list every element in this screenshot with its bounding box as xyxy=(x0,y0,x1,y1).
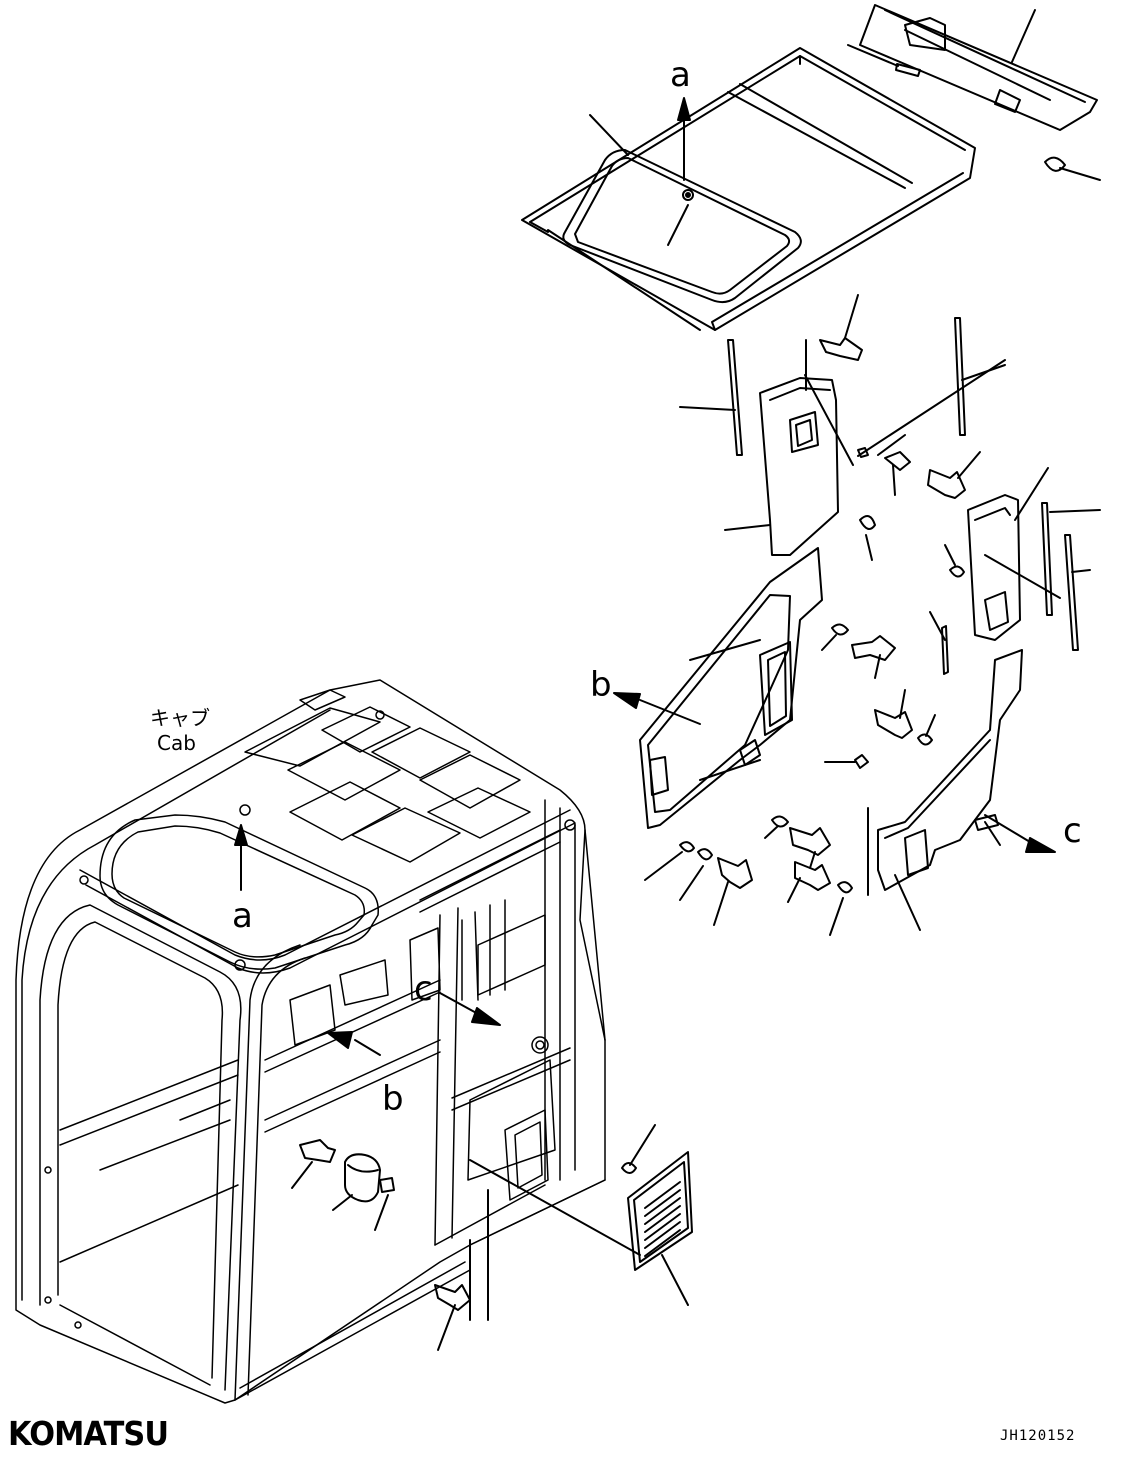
cab-label-en: Cab xyxy=(157,731,196,755)
arrow-c-top xyxy=(984,814,1056,853)
drawing-code: JH120152 xyxy=(1000,1428,1075,1444)
weatherstrip-right xyxy=(954,317,1006,436)
arrow-a-top xyxy=(677,97,691,181)
weatherstrip-left xyxy=(679,339,743,456)
callout-c-top: c xyxy=(1063,811,1082,851)
roof-headliner-panel xyxy=(521,47,976,331)
clip-rod xyxy=(929,611,949,675)
cab-label-jp: キャブ xyxy=(150,706,210,730)
weatherstrip-right-2 xyxy=(1041,502,1101,651)
leader-lines-top xyxy=(589,9,1101,246)
arrow-c-cab xyxy=(439,992,501,1026)
komatsu-logo: KOMATSU xyxy=(8,1414,169,1453)
arrow-b-cab xyxy=(327,1031,381,1056)
vent-grille xyxy=(469,1124,693,1306)
left-pillar-trim-upper xyxy=(724,339,839,556)
cab-frame xyxy=(15,679,606,1404)
callout-b-top: b xyxy=(590,665,612,705)
arrow-a-cab xyxy=(234,824,248,891)
callout-a-top: a xyxy=(670,55,691,95)
fasteners-middle xyxy=(644,623,936,936)
arrow-b-top xyxy=(613,692,701,725)
left-lower-side-trim xyxy=(639,547,823,829)
roof-channel-cover xyxy=(859,4,1098,172)
right-lower-side-trim xyxy=(867,649,1023,931)
callout-c-cab: c xyxy=(414,969,433,1009)
right-pillar-trim xyxy=(944,467,1061,641)
fasteners-upper xyxy=(804,294,1006,561)
callout-a-cab: a xyxy=(232,896,253,936)
cab-fasteners xyxy=(291,1139,489,1351)
callout-b-cab: b xyxy=(382,1079,404,1119)
